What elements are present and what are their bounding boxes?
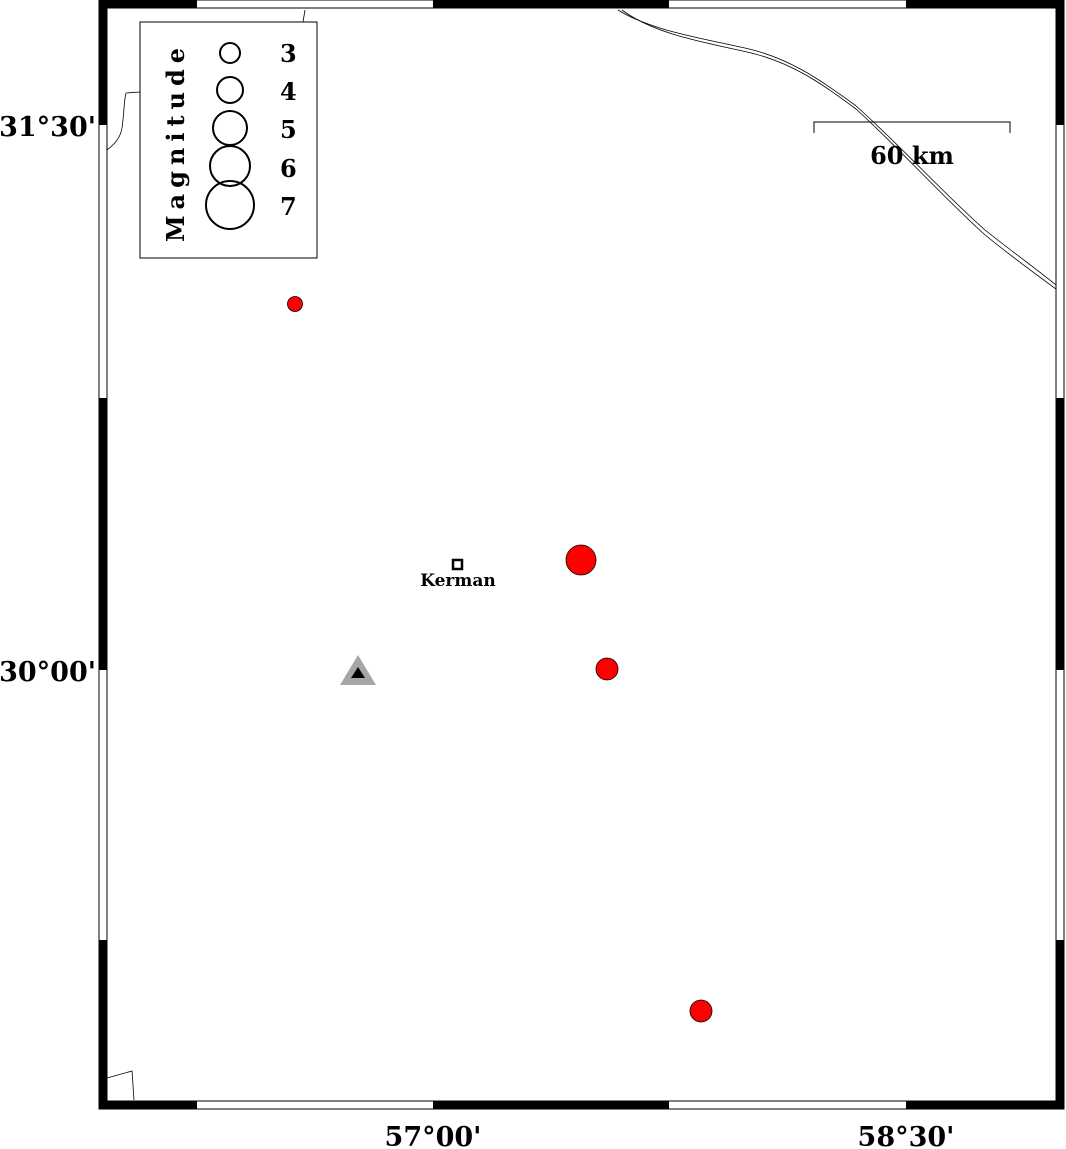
lat-label-top: 31°30'	[0, 112, 96, 143]
lon-label-right: 58°30'	[858, 1122, 955, 1149]
triangle-station-icon	[340, 655, 376, 685]
legend-title: Magnitude	[161, 42, 190, 242]
legend-symbol-6	[209, 145, 251, 187]
map-frame	[98, 0, 1065, 1110]
city-kerman: Kerman	[420, 558, 496, 591]
legend-box	[139, 21, 318, 259]
legend-label-3: 3	[280, 39, 297, 68]
lat-label-bottom: 30°00'	[0, 657, 96, 688]
scale-bar: 60 km	[813, 121, 1011, 170]
legend-label-5: 5	[280, 115, 297, 144]
legend-symbol-3	[219, 42, 241, 64]
earthquake-marker	[287, 296, 303, 312]
lon-label-left: 57°00'	[385, 1122, 482, 1149]
legend-symbol-4	[216, 76, 244, 104]
city-label: Kerman	[420, 571, 496, 591]
province-boundaries	[106, 9, 1057, 1101]
earthquake-marker	[595, 657, 619, 681]
legend-label-7: 7	[280, 192, 297, 221]
earthquake-marker	[565, 544, 597, 576]
scale-bar-label: 60 km	[870, 141, 954, 170]
legend-label-6: 6	[280, 154, 297, 183]
city-square-icon	[451, 558, 464, 571]
magnitude-legend: Magnitude 3 4 5 6 7	[139, 21, 318, 259]
legend-symbol-7	[205, 180, 255, 230]
earthquake-marker	[689, 999, 713, 1023]
earthquake-markers	[287, 296, 713, 1023]
legend-label-4: 4	[280, 77, 297, 106]
